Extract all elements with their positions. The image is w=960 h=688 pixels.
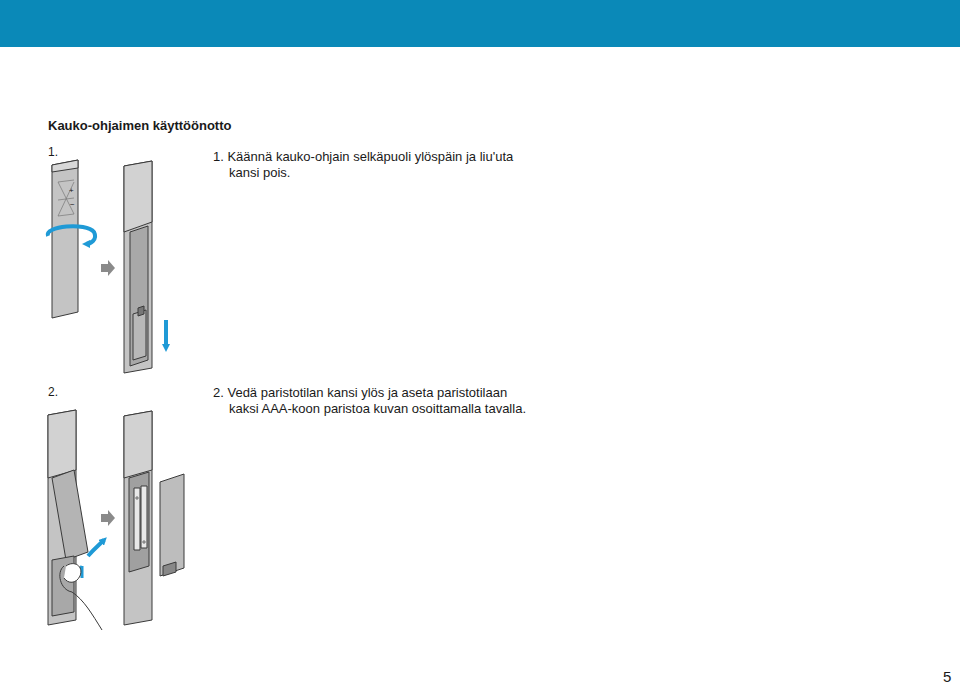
button-symbol: −	[70, 200, 75, 209]
page-number: 5	[943, 668, 951, 685]
section-title: Kauko-ohjaimen käyttöönotto	[48, 118, 231, 133]
step-text: 2. Vedä paristotilan kansi ylös ja aseta…	[213, 385, 529, 417]
button-symbol: +	[69, 186, 74, 195]
header-bar	[0, 0, 960, 47]
step-number: 2.	[48, 385, 58, 399]
step-number: 1.	[48, 145, 58, 159]
step-text: 1. Käännä kauko-ohjain selkäpuoli ylöspä…	[213, 149, 529, 181]
